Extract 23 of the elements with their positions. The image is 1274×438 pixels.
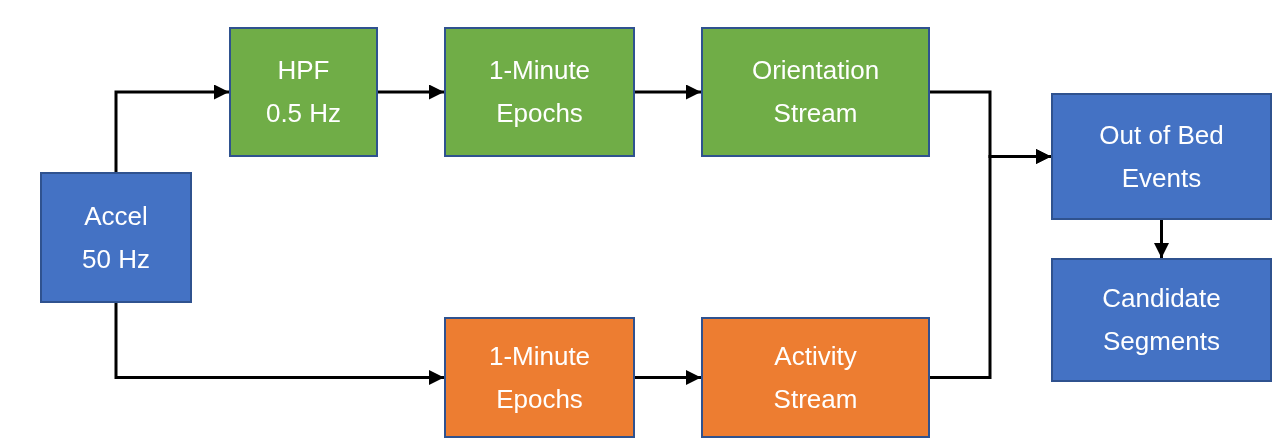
box-label: Activity Stream (772, 339, 859, 416)
box-label: 1-Minute Epochs (487, 54, 592, 130)
process-box (229, 27, 378, 157)
box-label: 1-Minute Epochs (487, 339, 592, 416)
box-label: Out of Bed Events (1098, 118, 1225, 195)
arrow (114, 303, 444, 385)
process-box (444, 27, 635, 157)
box-label: HPF 0.5 Hz (264, 54, 343, 130)
process-box (1051, 258, 1272, 382)
box-label: Accel 50 Hz (81, 199, 151, 276)
process-box (444, 317, 635, 438)
arrow (930, 149, 1051, 379)
process-box (701, 317, 930, 438)
arrow (114, 84, 229, 172)
process-box (1051, 93, 1272, 220)
arrow (378, 84, 444, 100)
arrow (635, 370, 701, 385)
process-box (40, 172, 192, 303)
process-box (701, 27, 930, 157)
arrow (1154, 220, 1169, 258)
box-label: Orientation Stream (750, 54, 881, 130)
arrow (635, 84, 701, 100)
box-label: Candidate Segments (1101, 282, 1222, 358)
